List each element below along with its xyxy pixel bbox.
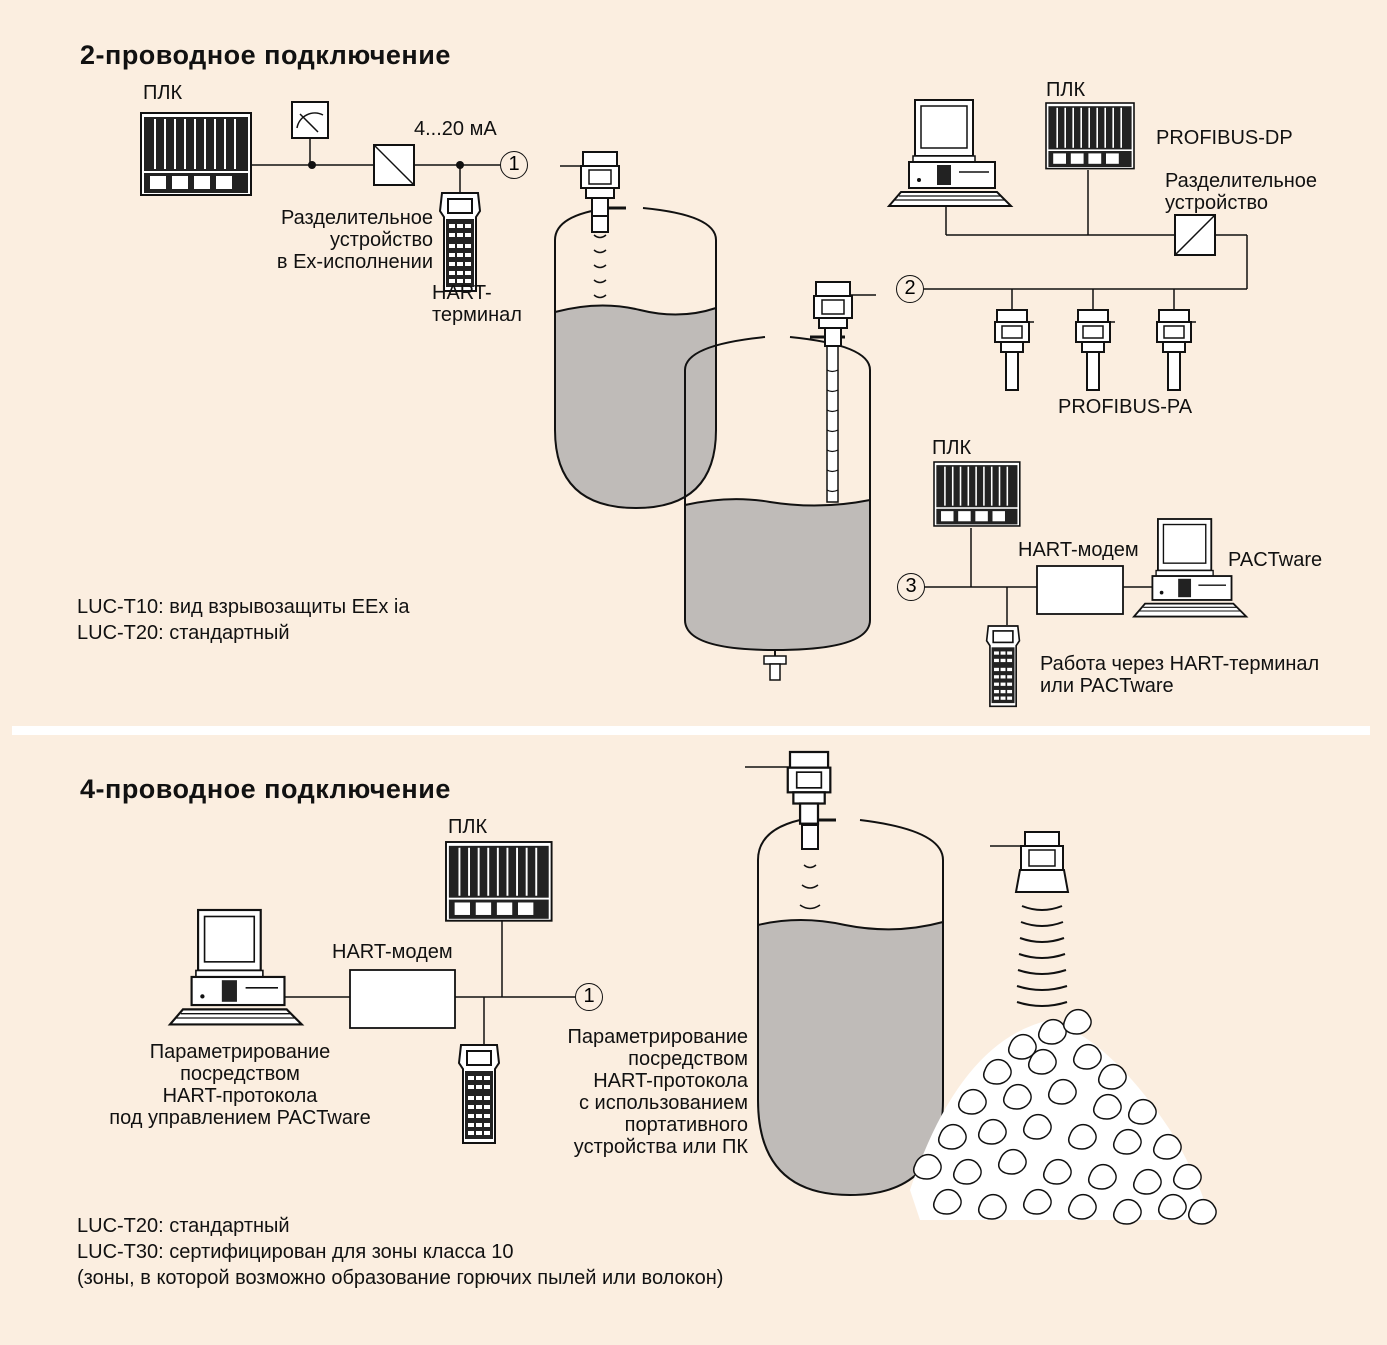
hart-modem-box bbox=[1036, 565, 1124, 615]
profibus-lines bbox=[924, 170, 1248, 310]
hart-terminal-label: HART- терминал bbox=[432, 282, 522, 326]
variant-line-1: LUC-T10: вид взрывозащиты EEx ia bbox=[77, 596, 410, 618]
plc-profibus-label: ПЛК bbox=[1046, 79, 1086, 101]
pc-parametrization-label: Параметрирование посредством HART-проток… bbox=[109, 1041, 371, 1129]
operation-label: Работа через HART-терминал или PACTware bbox=[1040, 653, 1320, 697]
marker-1: 1 bbox=[500, 151, 528, 179]
bulk-material-pile bbox=[910, 1008, 1217, 1225]
level-sensor-left bbox=[580, 151, 620, 217]
variant4-line-2: LUC-T30: сертифицирован для зоны класса … bbox=[77, 1241, 514, 1263]
section-divider bbox=[12, 726, 1370, 735]
hart-terminal-icon-2 bbox=[985, 625, 1021, 708]
ex-isolator-label: Разделительное устройство в Ex-исполнени… bbox=[276, 207, 433, 273]
hart-modem-label: HART-модем bbox=[1018, 539, 1139, 561]
pa-sensor-1 bbox=[994, 309, 1030, 391]
pactware-label: PACTware bbox=[1228, 549, 1323, 571]
segment-coupler-label: Разделительное устройство bbox=[1165, 170, 1318, 214]
hart-terminal-icon-4wire bbox=[458, 1044, 500, 1144]
tank-4wire bbox=[757, 818, 944, 1197]
hart-lines bbox=[924, 528, 1160, 625]
marker-2: 2 bbox=[896, 275, 924, 303]
plc-icon-profibus bbox=[1045, 102, 1135, 170]
ex-isolator-icon bbox=[373, 144, 415, 186]
four-wire-lines bbox=[285, 920, 575, 1045]
device-parametrization-label: Параметрирование посредством HART-проток… bbox=[567, 1026, 748, 1158]
pc-icon-4wire bbox=[168, 908, 303, 1026]
pc-icon-profibus bbox=[888, 99, 1012, 207]
variant4-line-1: LUC-T20: стандартный bbox=[77, 1215, 290, 1237]
plc-4wire-label: ПЛК bbox=[448, 816, 488, 838]
plc-icon-4wire bbox=[445, 841, 553, 922]
plc-label: ПЛК bbox=[143, 82, 183, 104]
plc-hart-label: ПЛК bbox=[932, 437, 972, 459]
variant-line-2: LUC-T20: стандартный bbox=[77, 622, 290, 644]
pa-sensor-3 bbox=[1156, 309, 1192, 391]
plc-icon-hart bbox=[933, 461, 1021, 527]
section1-title: 2-проводное подключение bbox=[80, 40, 451, 70]
marker-4wire-1: 1 bbox=[575, 983, 603, 1011]
profibus-pa-label: PROFIBUS-PA bbox=[1058, 396, 1193, 418]
segment-coupler-icon bbox=[1174, 214, 1216, 256]
tank-left bbox=[554, 206, 717, 510]
current-label: 4...20 мА bbox=[414, 118, 497, 140]
plc-icon bbox=[140, 112, 252, 196]
hart-modem-4wire-label: HART-модем bbox=[332, 941, 453, 963]
profibus-dp-label: PROFIBUS-DP bbox=[1156, 127, 1293, 149]
pa-sensor-2 bbox=[1075, 309, 1111, 391]
marker-3: 3 bbox=[897, 573, 925, 601]
hart-modem-box-4wire bbox=[349, 969, 456, 1029]
section2-title: 4-проводное подключение bbox=[80, 774, 451, 804]
ultrasonic-sensor bbox=[990, 831, 1070, 1007]
level-sensor-4wire bbox=[786, 750, 832, 825]
hart-terminal-icon bbox=[439, 192, 481, 292]
variant4-line-3: (зоны, в которой возможно образование го… bbox=[77, 1267, 724, 1289]
meter-icon bbox=[291, 101, 329, 165]
